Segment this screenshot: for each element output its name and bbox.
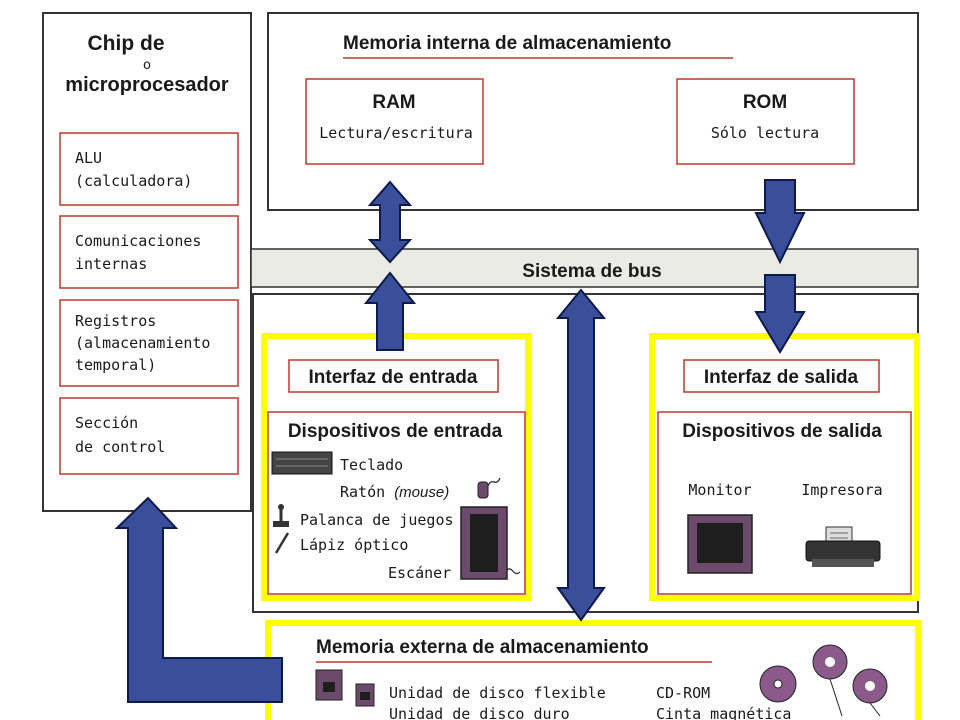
control-label: Sección	[75, 414, 138, 432]
alu-desc: (calculadora)	[75, 172, 192, 190]
comunicaciones-box: Comunicaciones internas	[59, 215, 239, 289]
scanner-label: Escáner	[388, 564, 451, 582]
cpu-panel: Chip de o microprocesador ALU (calculado…	[42, 12, 252, 512]
registros-desc1: (almacenamiento	[75, 334, 210, 352]
input-interface-label: Interfaz de entrada	[309, 367, 478, 388]
monitor-icon	[687, 514, 753, 574]
mouse-label-main: Ratón	[340, 483, 394, 501]
cdrom-label: CD-ROM	[656, 684, 710, 702]
bus-output-arrow	[754, 274, 806, 354]
input-interface-box	[288, 359, 499, 393]
internal-memory-title: Memoria interna de almacenamiento	[343, 33, 671, 54]
mouse-icon	[477, 477, 501, 499]
bus-label: Sistema de bus	[522, 261, 661, 282]
floppy-label: Unidad de disco flexible	[389, 684, 606, 702]
printer-label: Impresora	[801, 481, 882, 499]
ram-label: RAM	[372, 92, 415, 113]
rom-label: ROM	[743, 92, 787, 113]
cpu-title-line1: Chip de	[88, 32, 165, 55]
cpu-title-line3: microprocesador	[65, 74, 229, 96]
comunicaciones-label: Comunicaciones	[75, 232, 201, 250]
input-panel: Interfaz de entrada Dispositivos de entr…	[261, 333, 531, 601]
output-interface-label: Interfaz de salida	[704, 367, 859, 388]
control-box: Sección de control	[59, 397, 239, 475]
external-memory-panel: Memoria externa de almacenamiento Unidad…	[265, 620, 921, 720]
tape-label: Cinta magnética	[656, 705, 791, 720]
keyboard-icon	[271, 451, 333, 475]
input-devices-title: Dispositivos de entrada	[288, 421, 503, 442]
output-devices-title: Dispositivos de salida	[682, 421, 882, 442]
comunicaciones-desc: internas	[75, 255, 147, 273]
ram-bus-arrow	[367, 180, 413, 264]
printer-icon	[805, 526, 881, 567]
ram-desc: Lectura/escritura	[319, 124, 473, 142]
control-desc: de control	[75, 438, 165, 456]
mouse-label: Ratón (mouse)	[340, 483, 449, 501]
light-pen-icon	[274, 532, 290, 554]
registros-desc2: temporal)	[75, 356, 156, 374]
hard-drive-label: Unidad de disco duro	[389, 705, 570, 720]
keyboard-label: Teclado	[340, 456, 403, 474]
registros-box: Registros (almacenamiento temporal)	[59, 299, 239, 387]
output-interface-box	[683, 359, 880, 393]
rom-box: ROM Sólo lectura	[676, 78, 855, 165]
floppy-drive-icon	[315, 669, 343, 701]
system-bus: Sistema de bus	[250, 248, 919, 288]
cpu-title-line2: o	[143, 58, 151, 73]
registros-label: Registros	[75, 312, 156, 330]
rom-bus-arrow	[754, 179, 806, 265]
scanner-icon	[460, 506, 521, 580]
internal-memory-panel: Memoria interna de almacenamiento RAM Le…	[267, 12, 919, 211]
light-pen-label: Lápiz óptico	[300, 536, 408, 554]
external-memory-highlight	[265, 620, 921, 720]
monitor-label: Monitor	[688, 481, 751, 499]
bus-external-memory-arrow	[555, 288, 607, 622]
joystick-icon	[273, 504, 289, 527]
alu-box: ALU (calculadora)	[59, 132, 239, 206]
hard-drive-icon	[355, 683, 375, 707]
alu-label: ALU	[75, 149, 102, 167]
ram-box: RAM Lectura/escritura	[305, 78, 484, 165]
joystick-label: Palanca de juegos	[300, 511, 454, 529]
input-bus-arrow	[363, 271, 417, 351]
magnetic-tape-icon	[812, 644, 888, 717]
external-memory-cpu-arrow	[114, 496, 283, 703]
external-memory-title: Memoria externa de almacenamiento	[316, 637, 649, 658]
mouse-label-italic: (mouse)	[394, 484, 449, 501]
rom-desc: Sólo lectura	[711, 124, 819, 142]
output-panel: Interfaz de salida Dispositivos de salid…	[649, 333, 920, 601]
cd-icon	[759, 665, 797, 703]
bus-bar	[250, 248, 919, 288]
